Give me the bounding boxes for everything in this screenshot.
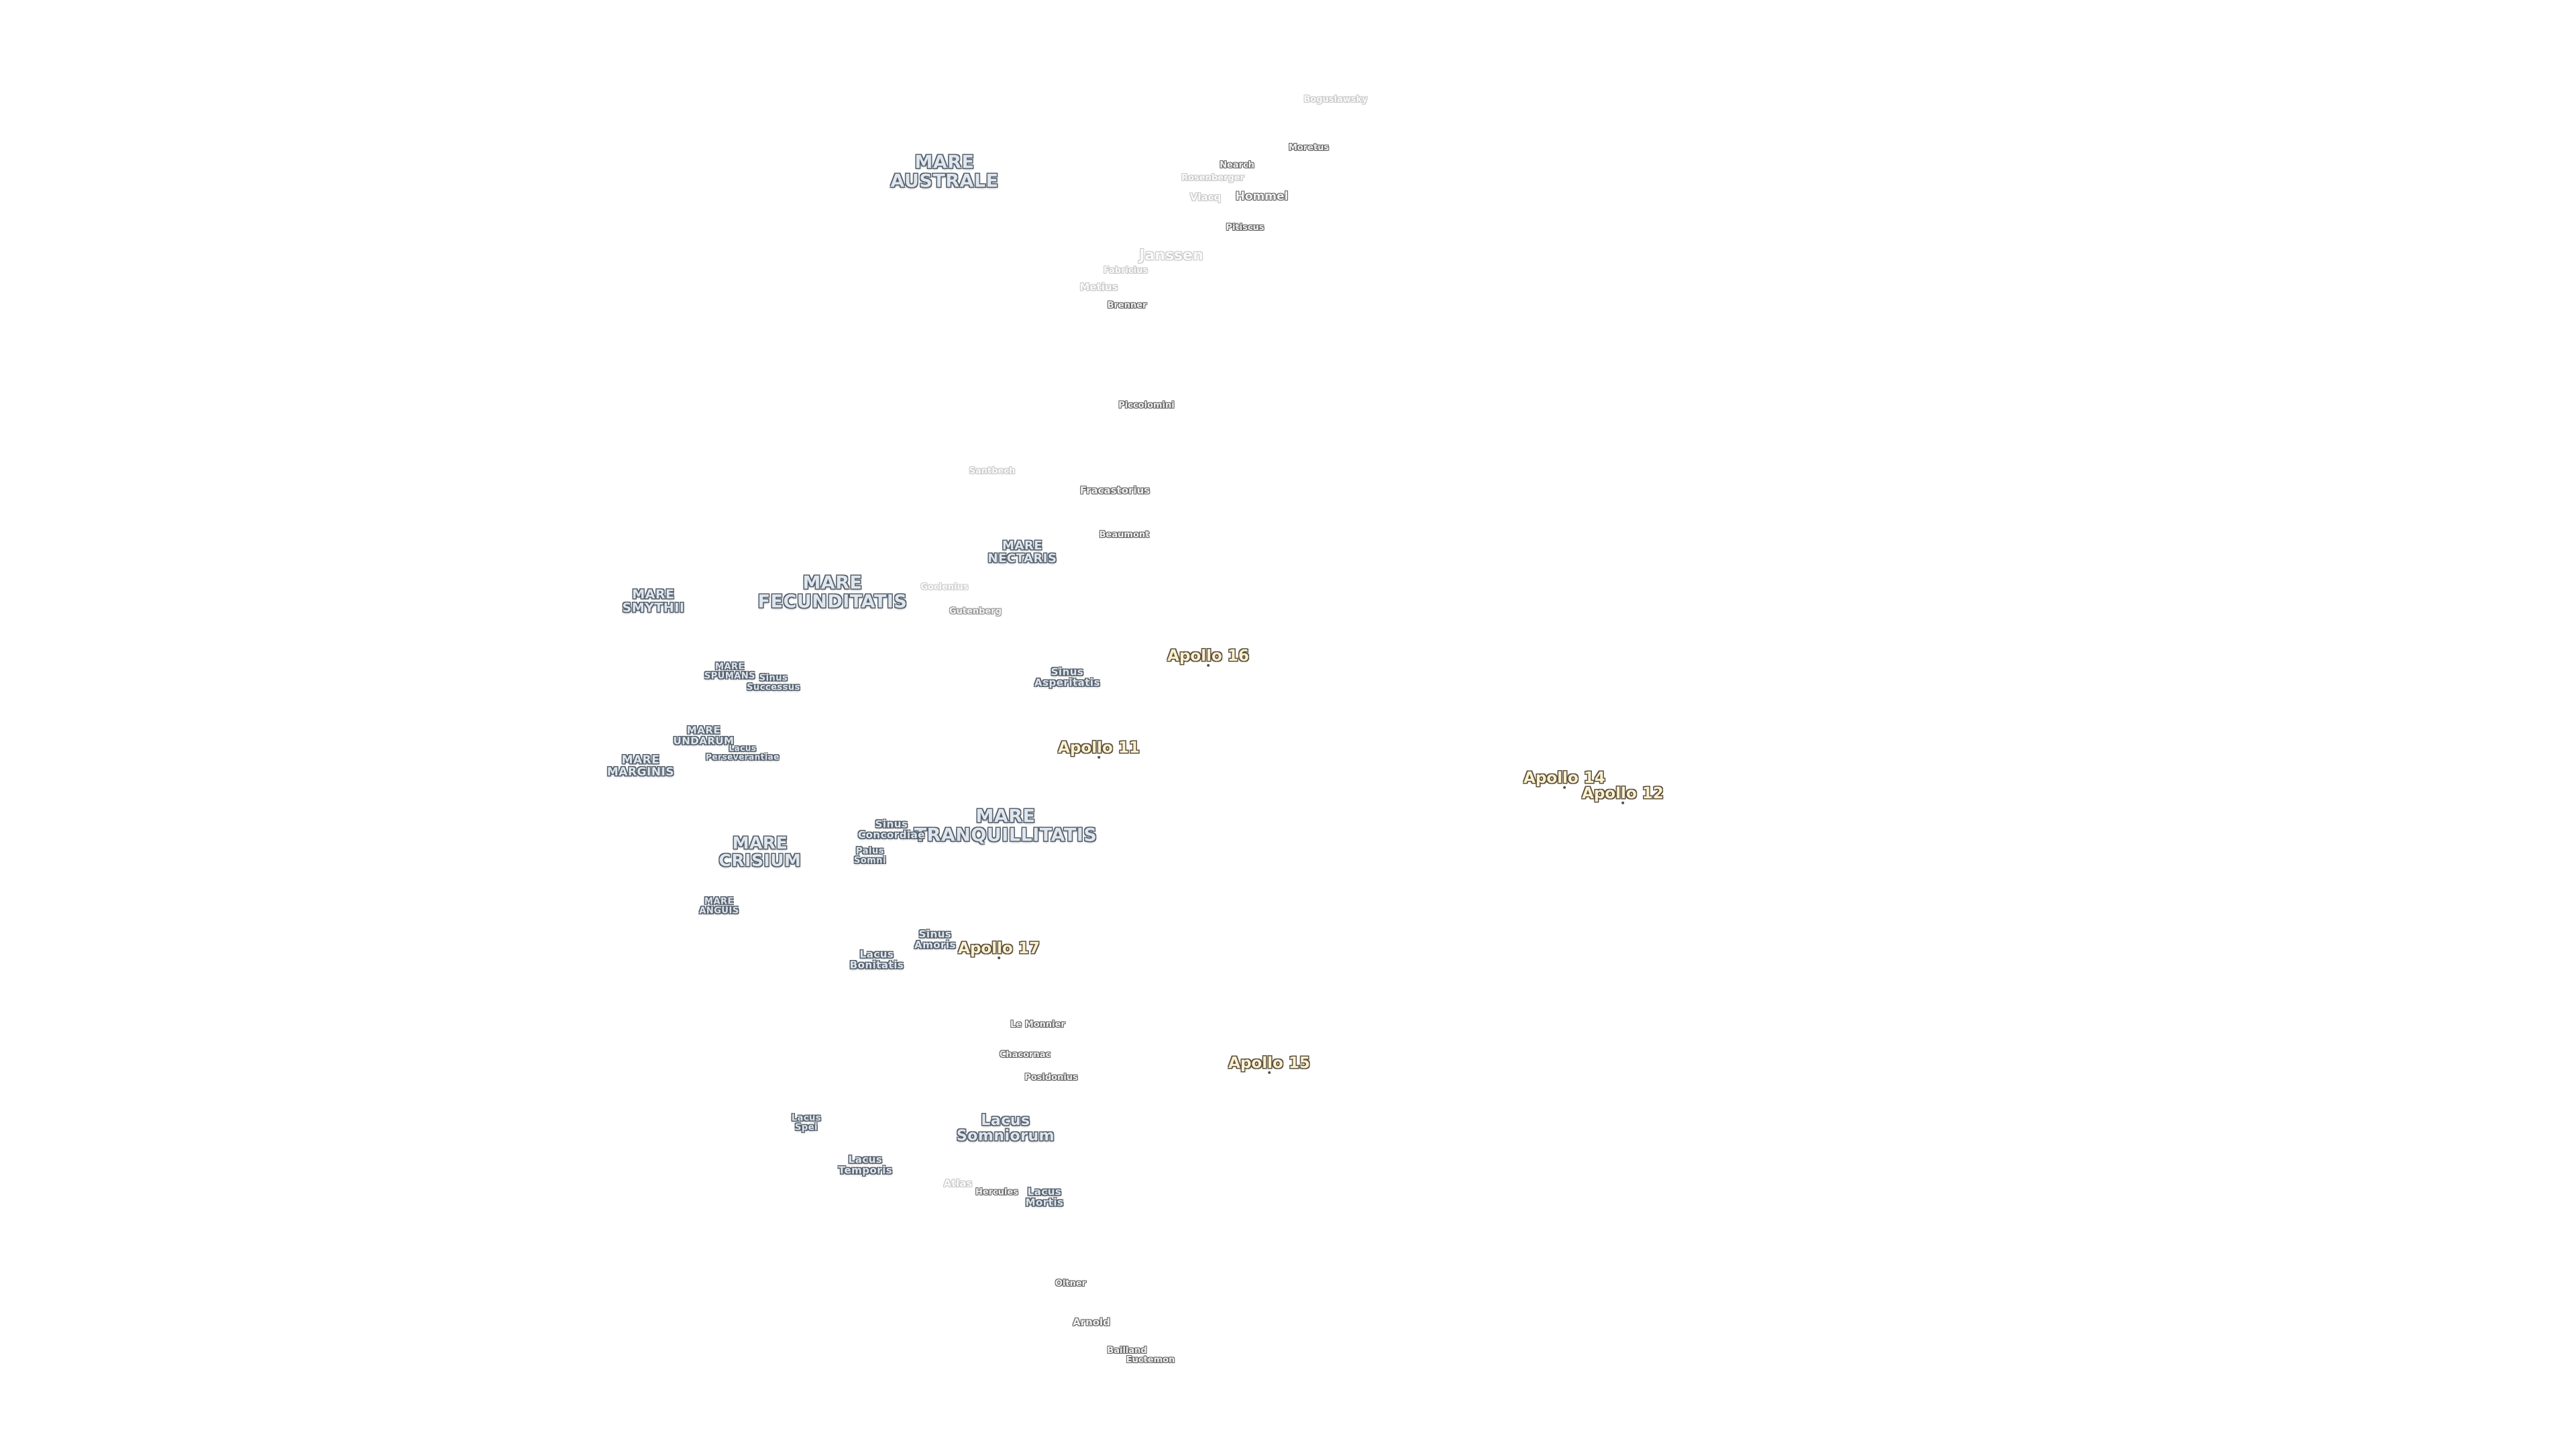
lacus-perseverantiae-label: Lacus Perseverantiae <box>706 743 780 761</box>
sinus-concordiae-label: Sinus Concordiae <box>858 818 925 841</box>
moretus-crater-label: Moretus <box>1288 143 1330 154</box>
apollo-16-site-label[interactable]: Apollo 16 <box>1167 647 1249 667</box>
apollo-12-site-label[interactable]: Apollo 12 <box>1582 784 1664 805</box>
mare-australe-label: MARE AUSTRALE <box>890 152 999 192</box>
mare-nectaris-label: MARE NECTARIS <box>987 539 1057 566</box>
mare-smythii-label: MARE SMYTHII <box>622 587 685 615</box>
oltner-crater-label: Oltner <box>1055 1279 1087 1289</box>
hommel-crater-label: Hommel <box>1235 190 1289 204</box>
atlas-crater-label: Atlas <box>943 1177 973 1190</box>
mare-spumans-label: MARE SPUMANS <box>704 661 756 681</box>
posidonius-crater-label: Posidonius <box>1024 1073 1078 1083</box>
boguslawsky-crater-label: Boguslawsky <box>1303 95 1368 105</box>
lacus-somniorum-label: Lacus Somniorum <box>956 1112 1055 1144</box>
mare-tranquillitatis-label: MARE TRANQUILLITATIS <box>914 806 1097 846</box>
beaumont-crater-label: Beaumont <box>1099 530 1150 541</box>
mare-anguis-label: MARE ANGUIS <box>699 896 739 916</box>
bailland-crater-label: Bailland <box>1107 1346 1147 1356</box>
brenner-crater-label: Brenner <box>1107 301 1147 311</box>
apollo-15-site-label[interactable]: Apollo 15 <box>1228 1054 1310 1075</box>
lacus-temporis-label: Lacus Temporis <box>838 1153 893 1176</box>
chacornac-crater-label: Chacornac <box>999 1050 1051 1061</box>
gutenberg-crater-label: Gutenberg <box>949 606 1002 617</box>
fabricius-crater-label: Fabricius <box>1103 266 1148 276</box>
goclenius-crater-label: Goclenius <box>920 582 969 593</box>
apollo-11-site-label[interactable]: Apollo 11 <box>1058 739 1140 759</box>
lacus-mortis-label: Lacus Mortis <box>1025 1185 1064 1208</box>
mare-marginis-label: MARE MARGINIS <box>606 753 675 779</box>
arnold-crater-label: Arnold <box>1073 1316 1110 1329</box>
lacus-bonitatis-label: Lacus Bonitatis <box>849 948 904 971</box>
pitiscus-crater-label: Pitiscus <box>1226 223 1265 233</box>
metius-crater-label: Metius <box>1079 281 1118 294</box>
santbech-crater-label: Santbech <box>969 466 1016 477</box>
janssen-crater-label: Janssen <box>1139 247 1203 264</box>
lacus-spei-label: Lacus Spei <box>791 1113 822 1132</box>
le-monnier-crater-label: Le Monnier <box>1010 1020 1065 1030</box>
vlacq-crater-label: Vlacq <box>1189 191 1222 204</box>
mare-crisium-label: MARE CRISIUM <box>718 833 802 870</box>
mare-fecunditatis-label: MARE FECUNDITATIS <box>757 572 908 612</box>
apollo-14-site-label[interactable]: Apollo 14 <box>1523 769 1605 790</box>
apollo-17-site-label[interactable]: Apollo 17 <box>958 939 1040 960</box>
piccolomini-crater-label: Piccolomini <box>1118 400 1175 411</box>
mare-undarum-label: MARE UNDARUM <box>673 724 735 747</box>
sinus-successus-label: Sinus Successus <box>747 673 800 692</box>
rosenberger-crater-label: Rosenberger <box>1181 173 1244 184</box>
sinus-amoris-label: Sinus Amoris <box>914 928 957 951</box>
sinus-asperitatis-label: Sinus Asperitatis <box>1034 665 1101 688</box>
nearch-crater-label: Nearch <box>1220 160 1254 171</box>
euctemon-crater-label: Euctemon <box>1126 1355 1175 1366</box>
palus-somni-label: Palus Somni <box>853 846 887 865</box>
hercules-crater-label: Hercules <box>975 1187 1019 1198</box>
fracastorius-crater-label: Fracastorius <box>1079 484 1150 497</box>
